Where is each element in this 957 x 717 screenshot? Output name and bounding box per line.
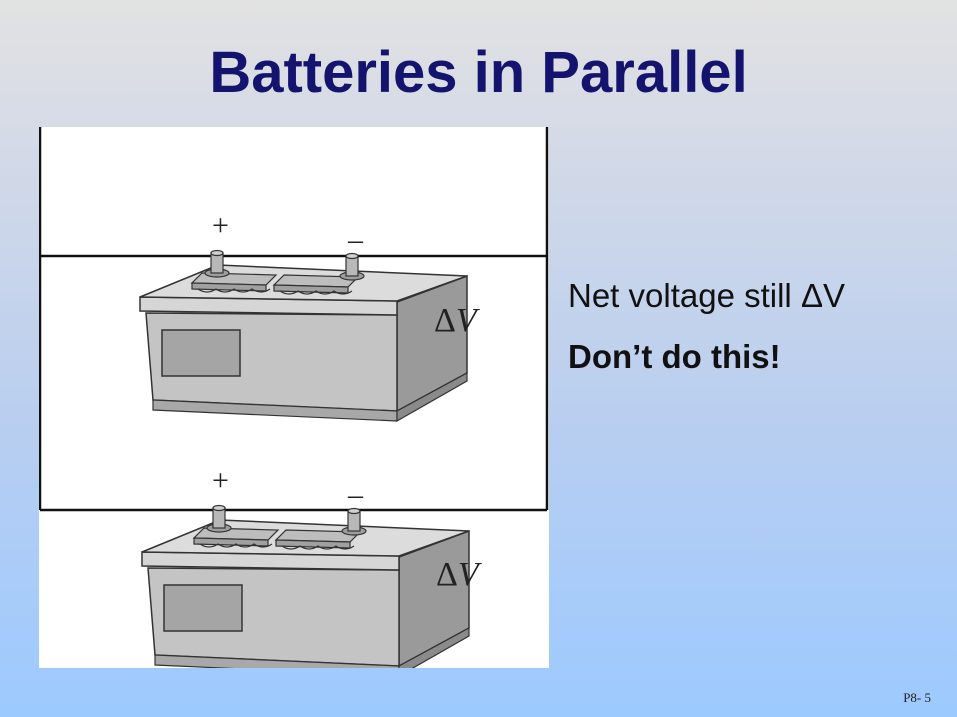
bottom-battery-voltage-label: ΔV <box>436 558 479 592</box>
bullet-1-delta: Δ <box>800 277 823 314</box>
bottom-battery-minus-label: – <box>348 478 363 511</box>
parallel-batteries-diagram: + – ΔV + – ΔV <box>39 127 549 668</box>
bullet-1-voltage: V <box>822 277 845 314</box>
top-battery-voltage-label: ΔV <box>434 304 477 338</box>
top-battery <box>139 249 468 422</box>
bottom-battery-plus-label: + <box>212 464 229 497</box>
top-voltage-symbol: V <box>455 302 477 339</box>
bottom-voltage-symbol: V <box>457 556 479 593</box>
top-battery-plus-label: + <box>212 209 229 242</box>
bottom-delta-symbol: Δ <box>436 556 458 593</box>
bottom-battery <box>141 504 470 668</box>
top-battery-minus-label: – <box>348 223 363 256</box>
top-delta-symbol: Δ <box>434 302 456 339</box>
bullet-net-voltage: Net voltage still ΔV <box>568 276 845 316</box>
slide-title: Batteries in Parallel <box>209 40 748 105</box>
slide-number: P8- 5 <box>903 690 931 705</box>
bullet-warning: Don’t do this! <box>568 338 781 375</box>
bullet-1-text: Net voltage still <box>568 277 801 314</box>
circuit-drawing <box>39 127 549 668</box>
